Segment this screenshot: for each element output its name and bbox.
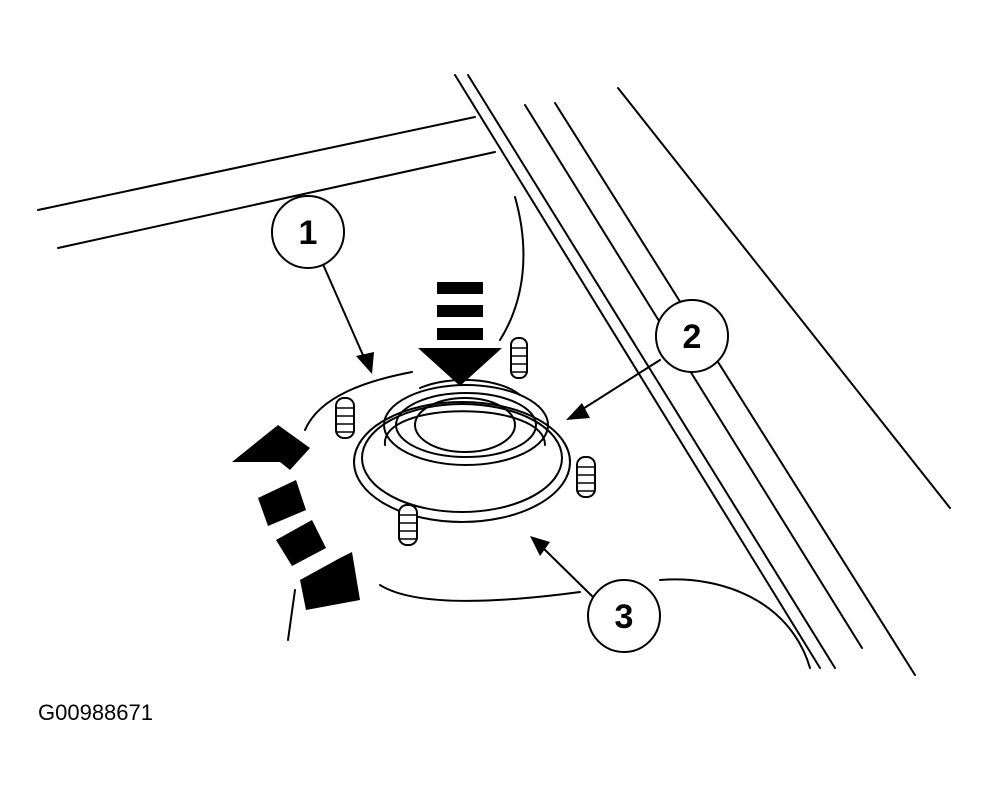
callout-2-label: 2 [683, 318, 702, 356]
leader-lines [321, 261, 661, 599]
stud-left [335, 397, 355, 439]
callout-3: 3 [587, 579, 661, 653]
mounting-studs [335, 337, 596, 546]
callout-2: 2 [655, 299, 729, 373]
callout-1: 1 [271, 195, 345, 269]
stud-top [510, 337, 528, 379]
stud-right [576, 456, 596, 498]
callout-1-label: 1 [299, 214, 318, 252]
rotate-arrow-icon [232, 425, 360, 610]
strut-mount [304, 371, 571, 523]
body-panel-lines [37, 74, 951, 676]
callout-3-label: 3 [615, 598, 634, 636]
figure-id: G00988671 [38, 700, 153, 725]
stud-bottom [398, 504, 418, 546]
push-down-arrow-icon [418, 282, 502, 386]
